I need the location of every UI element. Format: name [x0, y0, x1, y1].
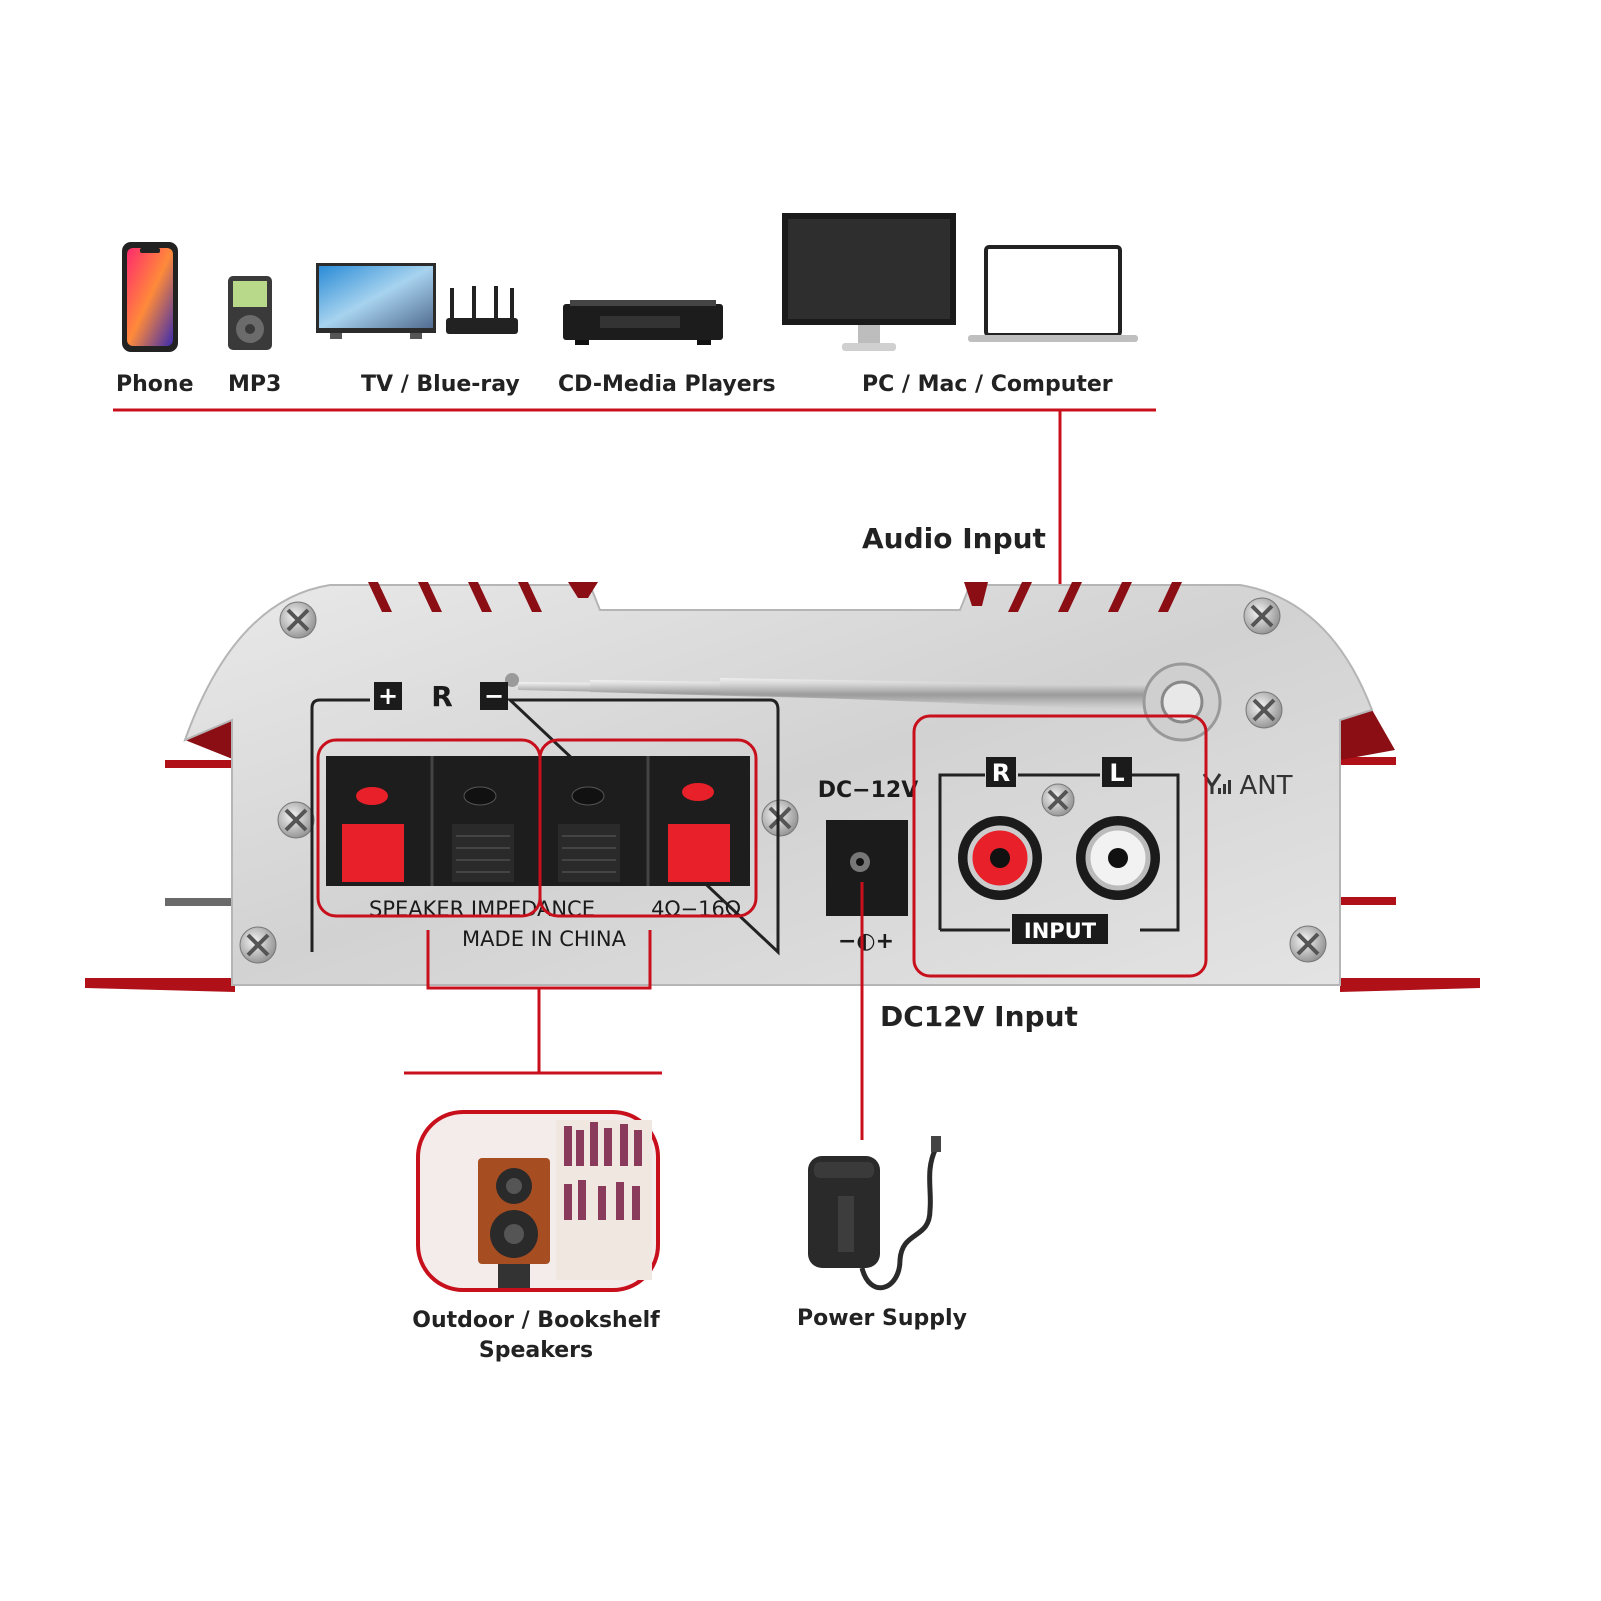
source-label-phone: Phone [116, 372, 194, 397]
made-in-label: MADE IN CHINA [462, 927, 627, 951]
power-supply-label: Power Supply [797, 1306, 967, 1331]
highlight-audio-input [912, 714, 1208, 978]
rca-r-label-box: R [986, 757, 1016, 787]
speakers-label-line1: Outdoor / Bookshelf [412, 1308, 660, 1333]
dc-12v-label: DC−12V [818, 778, 918, 803]
source-label-mp3: MP3 [228, 372, 282, 397]
tv-router-icon [316, 263, 518, 339]
source-label-computer: PC / Mac / Computer [862, 372, 1113, 397]
channel-r-label: R [431, 680, 453, 713]
dc-polarity-label: −◐+ [838, 929, 894, 954]
screw-icon [1245, 691, 1283, 729]
dc-jack-icon [826, 820, 908, 916]
minus-terminal-mark: − [480, 682, 508, 710]
source-label-cd: CD-Media Players [558, 372, 776, 397]
screw-icon [1289, 925, 1327, 963]
cd-player-icon [563, 300, 723, 345]
plus-terminal-mark: + [374, 682, 402, 710]
screw-icon [1041, 783, 1075, 817]
screw-icon [279, 601, 317, 639]
svg-text:INPUT: INPUT [1024, 919, 1097, 943]
screw-icon [761, 799, 799, 837]
svg-text:L: L [1109, 759, 1124, 787]
computer-laptop-icon [782, 213, 1138, 351]
dc-input-callout: DC12V Input [880, 1000, 1078, 1033]
svg-text:R: R [992, 759, 1010, 787]
phone-icon [122, 242, 178, 352]
power-adapter-icon [808, 1136, 941, 1291]
screw-icon [1243, 597, 1281, 635]
svg-text:−: − [484, 682, 504, 710]
screw-icon [277, 801, 315, 839]
speaker-terminals [326, 756, 750, 886]
rca-l-label-box: L [1102, 757, 1132, 787]
speakers-label: Outdoor / Bookshelf Speakers [400, 1306, 672, 1366]
source-label-tv: TV / Blue-ray [361, 372, 520, 397]
antenna-label: ANT [1239, 771, 1292, 801]
audio-input-callout: Audio Input [862, 522, 1046, 555]
rca-right-jack-icon [958, 816, 1042, 900]
svg-text:+: + [378, 682, 398, 710]
highlight-right-terminals [538, 738, 758, 918]
rca-left-jack-icon [1076, 816, 1160, 900]
speakers-label-line2: Speakers [478, 1338, 594, 1363]
screw-icon [239, 926, 277, 964]
mp3-player-icon [228, 276, 272, 350]
antenna-rod [505, 662, 1222, 742]
speaker-icon [416, 1110, 660, 1292]
input-label-box: INPUT [1012, 914, 1108, 944]
